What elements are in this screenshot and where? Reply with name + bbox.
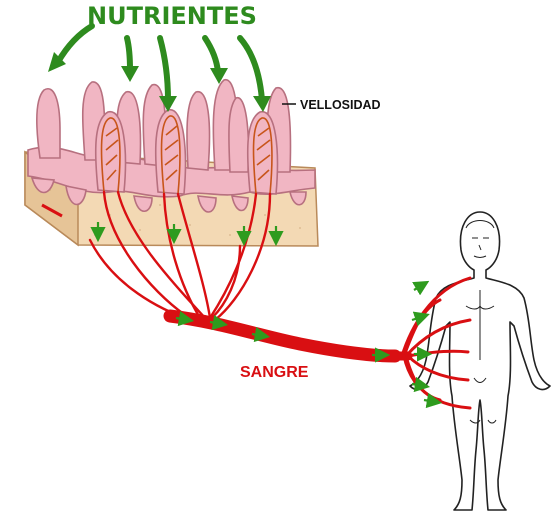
villus [229,98,249,172]
blood-label: SANGRE [240,364,309,381]
villus-front [96,112,126,192]
flow-arrow-icon [414,284,424,290]
villus-front [156,110,186,194]
nutrient-arrow-icon [58,26,92,62]
villus-front [248,112,278,194]
villus [37,89,60,158]
human-body-icon [410,212,550,510]
nutrients-label: NUTRIENTES [87,2,257,30]
nutrient-arrow-icon [240,38,262,100]
nutrient-arrow-icon [127,38,130,70]
main-vessel [170,316,395,356]
nutrient-arrow-icon [205,38,218,72]
villus-label: VELLOSIDAD [300,98,381,112]
villus [187,92,210,170]
